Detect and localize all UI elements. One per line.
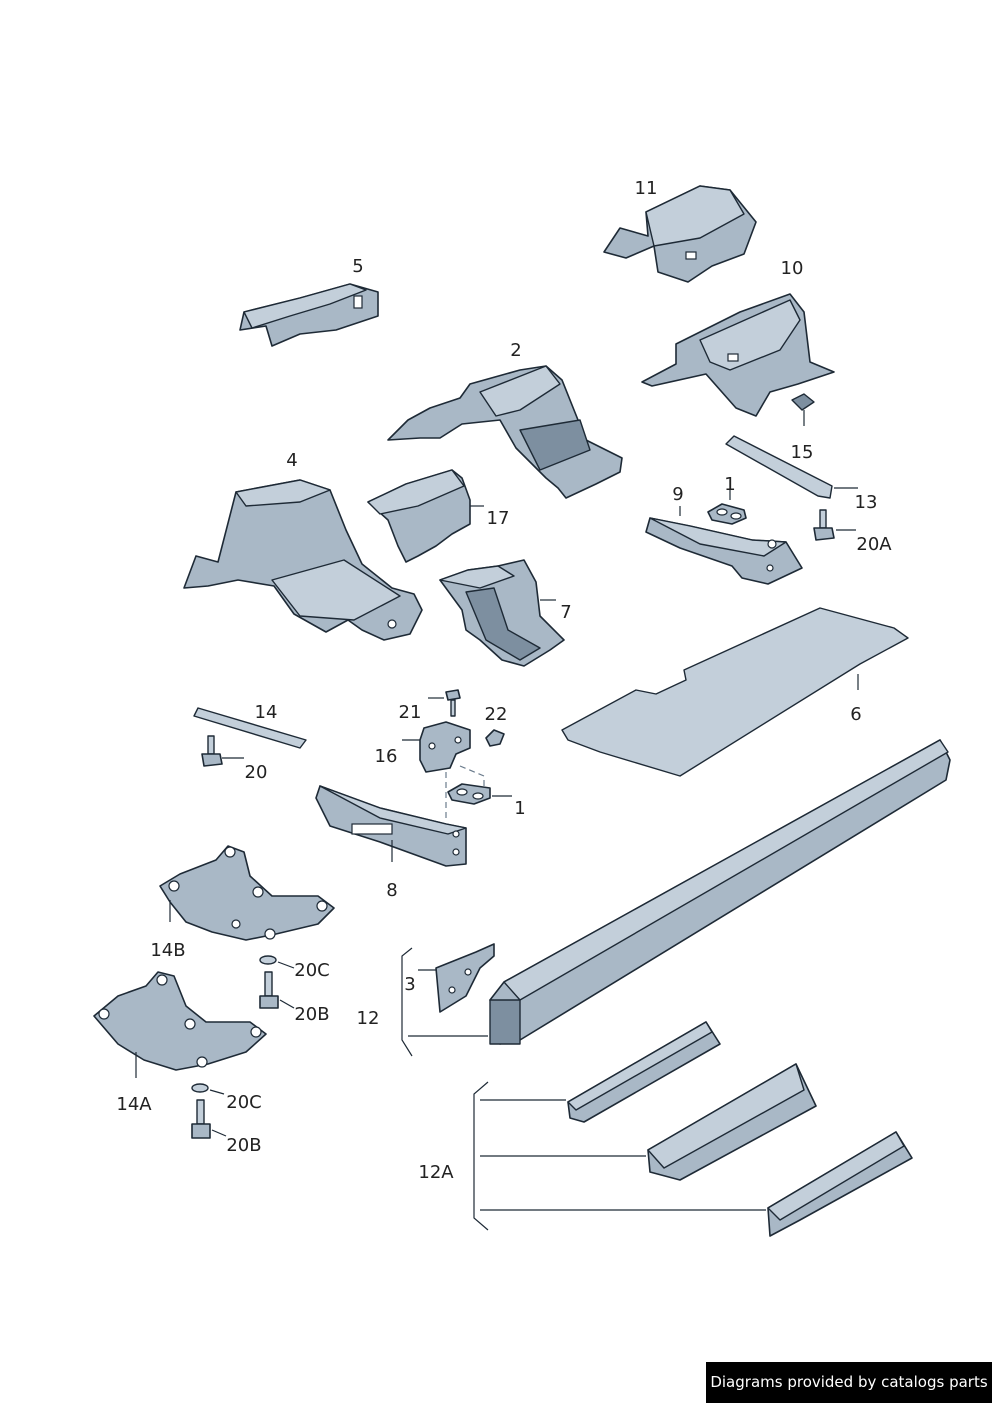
part-20-bolt bbox=[201, 735, 244, 767]
callout-2: 2 bbox=[510, 340, 521, 361]
part-5 bbox=[239, 283, 379, 347]
part-21-screw bbox=[428, 689, 461, 717]
part-20c-washer-a bbox=[259, 955, 295, 969]
callout-15: 15 bbox=[791, 442, 814, 463]
assembly-line-16b bbox=[459, 765, 485, 790]
callout-17: 17 bbox=[487, 508, 510, 529]
part-12a-profile-1 bbox=[567, 1021, 721, 1123]
callout-1-bottom: 1 bbox=[514, 798, 525, 819]
part-12-sill-rail bbox=[489, 739, 951, 1045]
part-12a-profile-2 bbox=[647, 1063, 817, 1181]
bracket-12a bbox=[473, 1081, 489, 1231]
part-1-grommet-bottom bbox=[447, 783, 512, 805]
callout-20c-a: 20C bbox=[294, 960, 329, 981]
part-11 bbox=[603, 185, 757, 283]
diagram-credit: Diagrams provided by catalogs parts bbox=[706, 1362, 992, 1403]
part-8 bbox=[315, 785, 467, 867]
callout-21: 21 bbox=[399, 702, 422, 723]
callout-1-top: 1 bbox=[724, 474, 735, 495]
part-6-floor-panel bbox=[561, 607, 909, 777]
callout-20: 20 bbox=[245, 762, 268, 783]
part-16-bracket bbox=[402, 721, 471, 773]
part-14-strip bbox=[193, 707, 307, 749]
part-4 bbox=[183, 479, 423, 641]
part-9 bbox=[645, 506, 803, 585]
part-2 bbox=[387, 365, 623, 499]
part-17 bbox=[367, 469, 484, 563]
callout-8: 8 bbox=[386, 880, 397, 901]
callout-12a: 12A bbox=[418, 1162, 454, 1183]
part-14a-skid-plate bbox=[93, 971, 267, 1078]
part-20c-washer-b bbox=[191, 1083, 225, 1095]
part-20b-bolt-a bbox=[259, 971, 295, 1009]
callout-7: 7 bbox=[560, 602, 571, 623]
part-13 bbox=[725, 435, 858, 499]
callout-3: 3 bbox=[404, 974, 415, 995]
part-22-nut bbox=[485, 729, 505, 747]
callout-6: 6 bbox=[850, 704, 861, 725]
part-14b-skid-plate bbox=[159, 845, 335, 941]
part-20b-bolt-b bbox=[191, 1099, 227, 1139]
callout-14b: 14B bbox=[150, 940, 185, 961]
callout-20b-a: 20B bbox=[294, 1004, 329, 1025]
callout-10: 10 bbox=[781, 258, 804, 279]
callout-13: 13 bbox=[855, 492, 878, 513]
callout-11: 11 bbox=[635, 178, 658, 199]
callout-20a: 20A bbox=[856, 534, 892, 555]
callout-16: 16 bbox=[375, 746, 398, 767]
callout-22: 22 bbox=[485, 704, 508, 725]
callout-20b-b: 20B bbox=[226, 1135, 261, 1156]
bracket-12 bbox=[401, 947, 413, 1057]
part-7 bbox=[439, 559, 565, 667]
callout-12: 12 bbox=[357, 1008, 380, 1029]
part-20a-bolt bbox=[813, 509, 856, 541]
callout-9: 9 bbox=[672, 484, 683, 505]
part-12a-profile-3 bbox=[767, 1131, 913, 1237]
part-10 bbox=[641, 293, 835, 417]
callout-4: 4 bbox=[286, 450, 297, 471]
callout-14: 14 bbox=[255, 702, 278, 723]
callout-14a: 14A bbox=[116, 1094, 152, 1115]
callout-20c-b: 20C bbox=[226, 1092, 261, 1113]
part-3-gusset bbox=[418, 943, 495, 1013]
part-15 bbox=[791, 393, 815, 426]
callout-5: 5 bbox=[352, 256, 363, 277]
part-1-grommet-top bbox=[707, 480, 747, 525]
